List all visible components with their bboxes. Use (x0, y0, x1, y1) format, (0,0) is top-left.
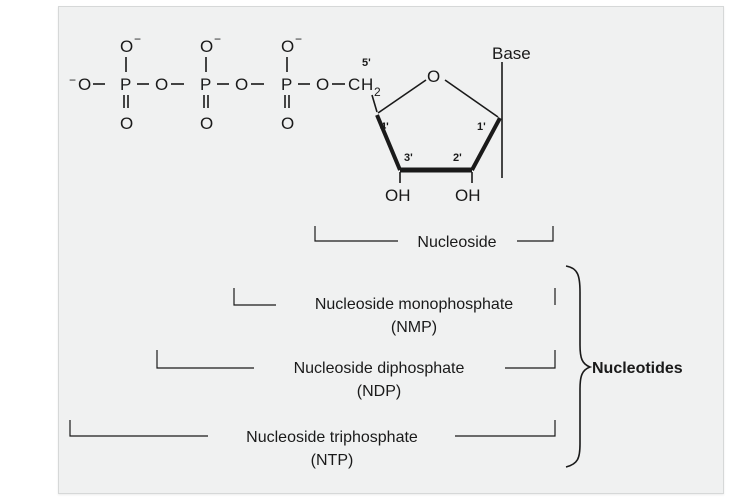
beta-phosphorus: P (200, 75, 211, 94)
base-label: Base (492, 44, 531, 63)
nucleotides-label: Nucleotides (592, 360, 683, 377)
ndp-bracket: Nucleoside diphosphate (NDP) (156, 350, 556, 400)
bridge-oxygen-3: O (316, 75, 329, 94)
bridge-oxygen-2: O (235, 75, 248, 94)
terminal-oxygen: O (78, 75, 91, 94)
nmp-label: Nucleoside monophosphate (315, 296, 513, 313)
hydrogen-subscript: 2 (374, 85, 381, 99)
ndp-label: Nucleoside diphosphate (294, 360, 465, 377)
triphosphate-chain: − O O − P O O O − P O O (69, 32, 381, 133)
alpha-phosphorus: P (281, 75, 292, 94)
phosphate-group-alpha: O − P O (281, 32, 302, 133)
ntp-abbreviation: (NTP) (311, 452, 354, 469)
beta-top-charge: − (214, 32, 221, 46)
alpha-bottom-oxygen: O (281, 114, 294, 133)
hydroxyl-2: OH (455, 186, 481, 205)
alpha-top-oxygen: O (281, 37, 294, 56)
gamma-bottom-oxygen: O (120, 114, 133, 133)
nmp-bracket: Nucleoside monophosphate (NMP) (233, 288, 556, 336)
ndp-abbreviation: (NDP) (357, 383, 401, 400)
carbon-5: C (348, 75, 360, 94)
phosphate-group-beta: O − P O (200, 32, 221, 133)
carbon-5-label: 5' (362, 57, 371, 69)
nucleoside-bracket: Nucleoside (314, 226, 554, 251)
nucleotides-brace: Nucleotides (565, 265, 683, 468)
beta-top-oxygen: O (200, 37, 213, 56)
alpha-top-charge: − (295, 32, 302, 46)
gamma-top-oxygen: O (120, 37, 133, 56)
nucleoside-label: Nucleoside (417, 234, 496, 251)
ntp-bracket: Nucleoside triphosphate (NTP) (69, 420, 556, 469)
nmp-abbreviation: (NMP) (391, 319, 437, 336)
ntp-label: Nucleoside triphosphate (246, 429, 418, 446)
figure-panel (58, 6, 724, 494)
carbon-4-label: 4' (380, 121, 389, 133)
bridge-oxygen-1: O (155, 75, 168, 94)
hydrogen: H (361, 75, 373, 94)
carbon-3-label: 3' (404, 152, 413, 164)
ring-oxygen: O (427, 67, 440, 86)
beta-bottom-oxygen: O (200, 114, 213, 133)
gamma-top-charge: − (134, 32, 141, 46)
terminal-charge: − (69, 73, 76, 87)
ribose-ring: O Base 4' 3' 2' 1' OH OH (371, 44, 531, 205)
carbon-1-label: 1' (477, 121, 486, 133)
gamma-phosphorus: P (120, 75, 131, 94)
carbon-2-label: 2' (453, 152, 462, 164)
phosphate-group-gamma: O − P O (120, 32, 141, 133)
hydroxyl-3: OH (385, 186, 411, 205)
